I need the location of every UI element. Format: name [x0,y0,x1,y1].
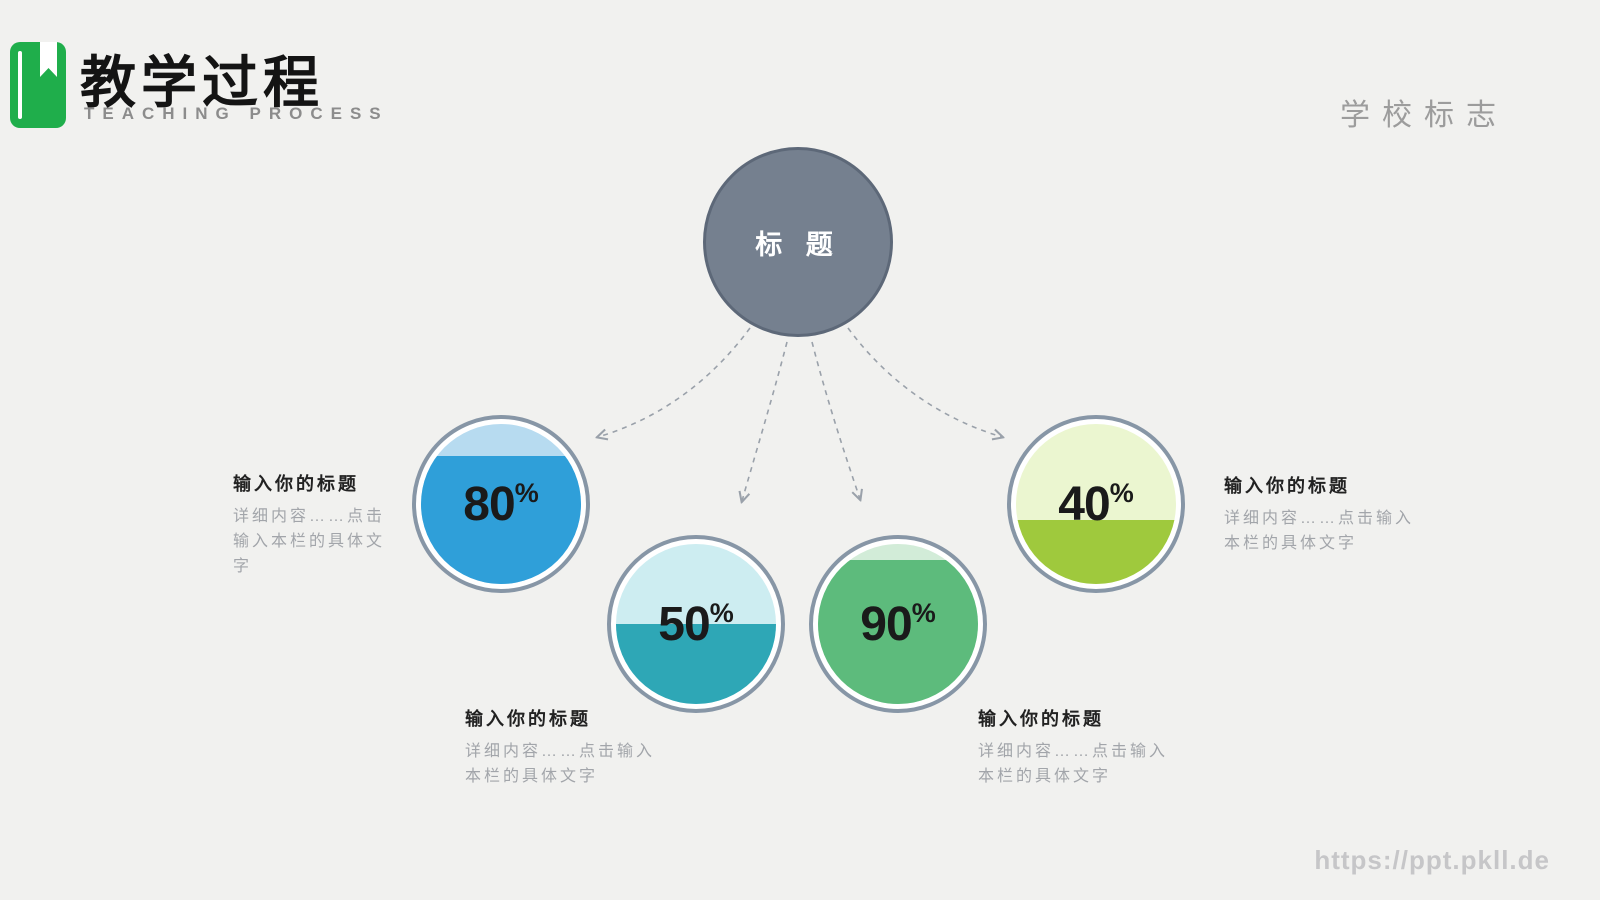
percent-value: 40 [1058,477,1110,531]
page-title: 教学过程 [80,51,324,114]
gauge-circle-3: 90% [809,535,987,713]
percent-sign: % [709,597,734,628]
arrow-to-item-1 [598,327,751,437]
percent-sign: % [514,477,539,508]
center-title-circle: 标 题 [703,147,893,337]
percent-value: 80 [463,477,515,531]
item-title-1: 输入你的标题 [233,474,359,494]
gauge-fill-4 [1016,520,1176,584]
gauge-circle-1: 80% [412,415,590,593]
item-title-2: 输入你的标题 [465,709,591,729]
gauge-background-4 [1016,424,1176,584]
gauge-background-3 [818,544,978,704]
item-text-3: 输入你的标题 详细内容……点击输入本栏的具体文字 [978,705,1184,790]
gauge-percent-1: 80% [416,419,586,589]
page-subtitle: TEACHING PROCESS [84,104,389,123]
item-title-3: 输入你的标题 [978,709,1104,729]
percent-sign: % [911,597,936,628]
gauge-circle-4: 40% [1007,415,1185,593]
percent-value: 90 [860,597,912,651]
item-text-1: 输入你的标题 详细内容……点击输入本栏的具体文字 [233,470,396,579]
gauge-percent-4: 40% [1011,419,1181,589]
gauge-fill-1 [421,456,581,584]
school-logo-text: 学校标志 [1340,99,1508,132]
gauge-circle-2: 50% [607,535,785,713]
gauge-percent-2: 50% [611,539,781,709]
gauge-percent-3: 90% [813,539,983,709]
item-body-1: 详细内容……点击输入本栏的具体文字 [233,508,386,575]
item-body-2: 详细内容……点击输入本栏的具体文字 [465,743,656,785]
item-text-4: 输入你的标题 详细内容……点击输入本栏的具体文字 [1224,472,1424,557]
percent-value: 50 [658,597,710,651]
arrow-to-item-2 [742,341,788,501]
item-body-4: 详细内容……点击输入本栏的具体文字 [1224,510,1415,552]
watermark-url: https://ppt.pkll.de [1314,845,1550,875]
percent-sign: % [1109,477,1134,508]
item-body-3: 详细内容……点击输入本栏的具体文字 [978,743,1169,785]
item-title-4: 输入你的标题 [1224,476,1350,496]
arrow-to-item-3 [811,341,860,499]
center-title-label: 标 题 [755,229,841,260]
book-logo-icon [10,42,66,128]
gauge-fill-2 [616,624,776,704]
item-text-2: 输入你的标题 详细内容……点击输入本栏的具体文字 [465,705,671,790]
gauge-fill-3 [818,560,978,704]
arrow-to-item-4 [847,327,1002,437]
gauge-background-1 [421,424,581,584]
gauge-background-2 [616,544,776,704]
